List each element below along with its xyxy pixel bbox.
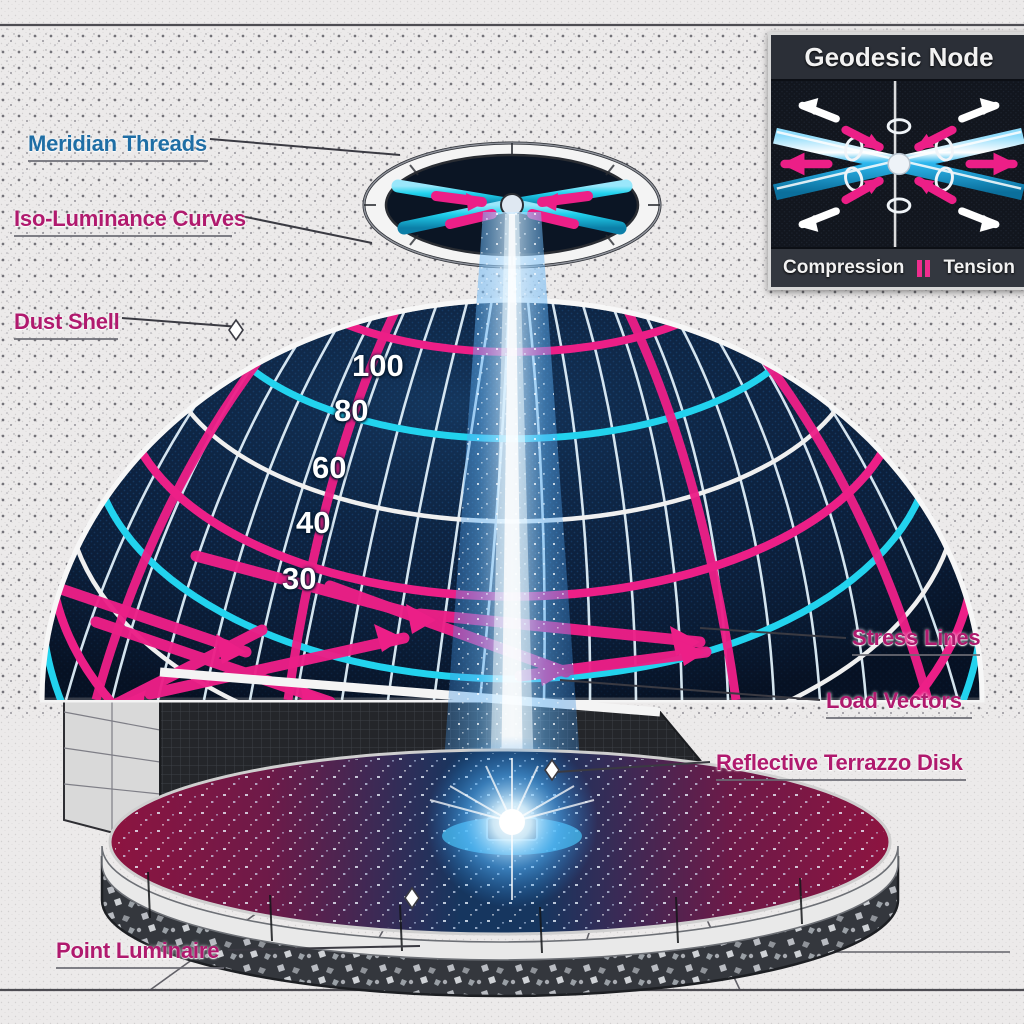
callout-label-text: Iso-Luminance Curves	[14, 206, 246, 231]
iso-value-40: 40	[296, 505, 331, 540]
leader-iso-luminance	[235, 214, 373, 244]
callout-dust-shell: Dust Shell	[14, 309, 120, 340]
luminaire-marker	[404, 886, 420, 910]
callout-stress-lines: Stress Lines	[852, 625, 981, 656]
callout-label-text: Meridian Threads	[28, 131, 207, 156]
callout-underline	[56, 967, 224, 969]
callout-underline	[28, 160, 208, 162]
callout-meridian-threads: Meridian Threads	[28, 131, 208, 162]
legend-tension: Tension	[943, 257, 1015, 278]
iso-value-80: 80	[334, 393, 369, 428]
callout-reflective-disk: Reflective Terrazzo Disk	[716, 750, 966, 781]
callout-iso-luminance: Iso-Luminance Curves	[14, 206, 246, 237]
leader-stress-lines	[699, 627, 847, 639]
leader-load-vectors	[559, 679, 821, 701]
callout-underline	[716, 779, 966, 781]
callout-label-text: Dust Shell	[14, 309, 120, 334]
reflective-terrazzo-disk	[100, 736, 900, 998]
leader-dust-shell	[121, 317, 241, 328]
oculus-spokes	[391, 151, 633, 259]
geodesic-node-inset: Geodesic Node	[768, 32, 1024, 290]
callout-underline	[14, 235, 232, 237]
callout-underline	[14, 338, 118, 340]
iso-value-100: 100	[352, 348, 404, 383]
callout-label-text: Stress Lines	[852, 625, 981, 650]
legend-compression: Compression	[783, 257, 905, 278]
callout-point-luminaire: Point Luminaire	[56, 938, 224, 969]
legend-divider	[917, 259, 931, 277]
callout-underline	[852, 654, 980, 656]
callout-label-text: Load Vectors	[826, 688, 962, 713]
iso-value-30: 30	[282, 561, 317, 596]
inset-legend: Compression Tension	[771, 247, 1024, 287]
callout-leaders	[121, 138, 847, 951]
oculus	[362, 141, 662, 269]
leader-markers	[228, 318, 560, 910]
callout-underline	[826, 717, 972, 719]
dust-marker	[228, 318, 244, 342]
leader-reflective-disk	[555, 761, 711, 773]
terrazzo-marker	[544, 758, 560, 782]
iso-value-60: 60	[312, 450, 347, 485]
leader-point-luminaire	[227, 945, 421, 951]
callout-label-text: Point Luminaire	[56, 938, 220, 963]
inset-diagram	[771, 81, 1024, 247]
callout-load-vectors: Load Vectors	[826, 688, 972, 719]
callout-label-text: Reflective Terrazzo Disk	[716, 750, 963, 775]
leader-meridian-threads	[209, 138, 401, 156]
load-vector-arrowheads	[116, 604, 706, 700]
inset-title: Geodesic Node	[771, 35, 1024, 81]
